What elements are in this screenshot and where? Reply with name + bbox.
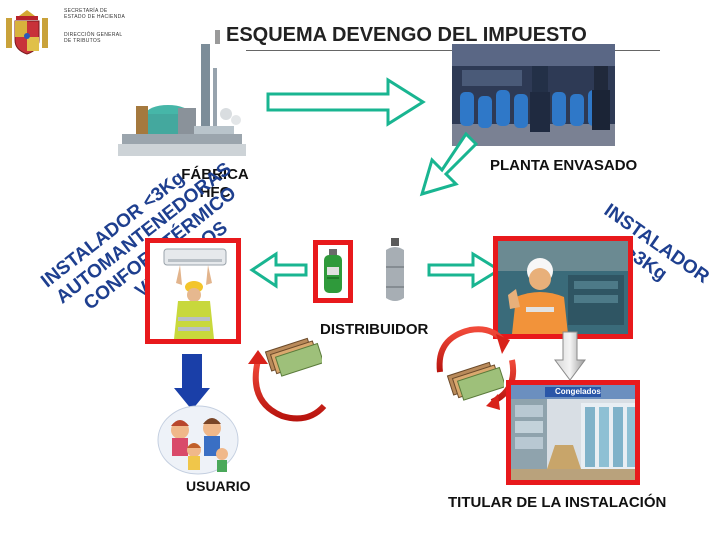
title-accent-bar: [215, 30, 220, 52]
arrow-to-user: [174, 354, 210, 410]
arrow-factory-to-plant: [266, 77, 426, 127]
bottling-plant-label: PLANTA ENVASADO: [490, 157, 638, 174]
ac-installer-image: [145, 238, 241, 344]
factory-image: [118, 44, 246, 156]
facility-owner-label: TITULAR DE LA INSTALACIÓN: [448, 494, 667, 511]
arrow-to-facility-owner: [554, 331, 586, 381]
money-left-image: [264, 337, 322, 377]
green-cylinder-image: [313, 240, 353, 303]
distributor-label: DISTRIBUIDOR: [320, 321, 429, 338]
title-underline: [222, 50, 660, 51]
store-sign: Congelados: [555, 387, 601, 396]
bottling-plant-image: [452, 44, 615, 146]
user-family-image: [156, 396, 240, 478]
ministry-name: SECRETARÍA DE ESTADO DE HACIENDA: [64, 8, 126, 20]
factory-label: FÁBRICA HFC: [181, 166, 249, 201]
page-title: ESQUEMA DEVENGO DEL IMPUESTO: [226, 24, 587, 46]
curved-arrow-left: [248, 350, 327, 422]
installer-large-label: INSTALADOR >3Kg: [600, 200, 713, 288]
user-label: USUARIO: [186, 478, 251, 494]
grey-cylinder-image: [386, 238, 404, 301]
arrow-plant-to-distributor: [419, 131, 479, 197]
money-right-image: [446, 361, 504, 401]
installer-worker-image: [493, 236, 633, 339]
arrow-distributor-to-installer: [427, 251, 502, 289]
directorate-name: DIRECCIÓN GENERAL DE TRIBUTOS: [64, 32, 123, 44]
arrow-distributor-to-user-installer: [249, 251, 308, 289]
supermarket-image: Congelados: [506, 380, 640, 485]
coat-of-arms-logo: [4, 6, 50, 58]
